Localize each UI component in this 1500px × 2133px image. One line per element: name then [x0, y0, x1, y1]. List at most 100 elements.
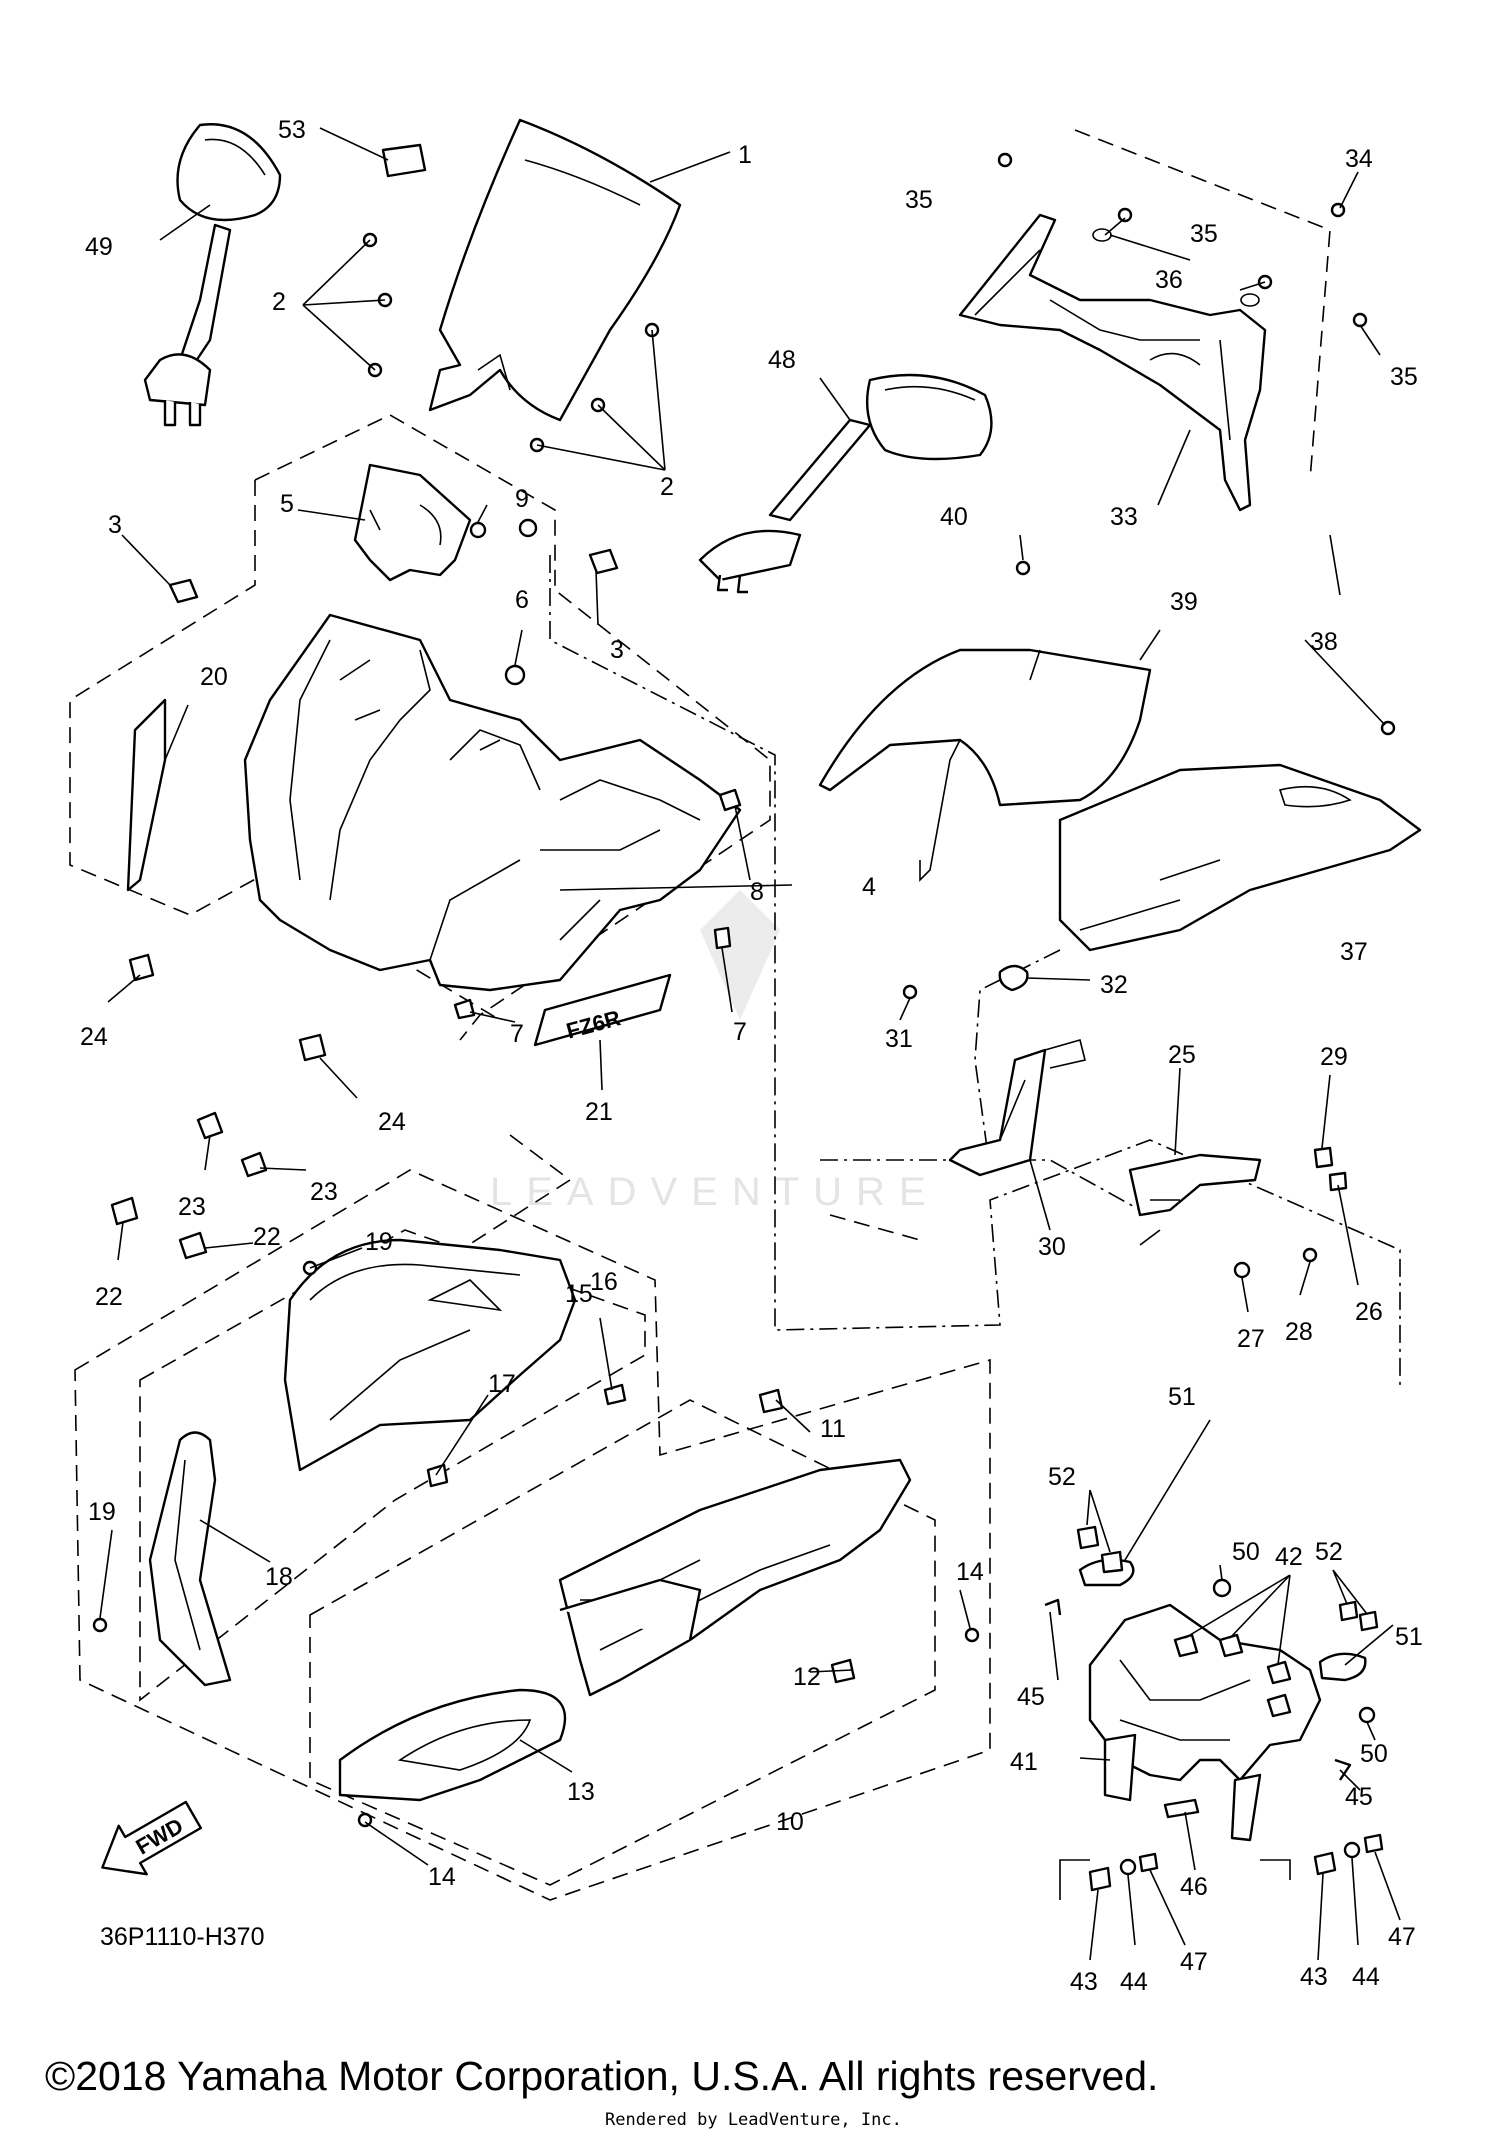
callout-14b: 14	[428, 1863, 456, 1891]
callout-34: 34	[1345, 145, 1373, 173]
callout-8: 8	[750, 878, 764, 906]
callout-50: 50	[1232, 1538, 1260, 1566]
callout-7: 7	[510, 1020, 524, 1048]
callout-32: 32	[1100, 971, 1128, 999]
callout-30: 30	[1038, 1233, 1066, 1261]
callout-50b: 50	[1360, 1740, 1388, 1768]
side-bracket	[902, 964, 1086, 1177]
side-inner-piece	[148, 1431, 232, 1687]
tail-cowl	[1058, 763, 1422, 952]
callout-9: 9	[515, 485, 529, 513]
left-cowl-decal	[126, 698, 167, 892]
rendered-by-text: Rendered by LeadVenture, Inc.	[605, 2110, 902, 2130]
callout-40: 40	[940, 503, 968, 531]
callout-42: 42	[1275, 1543, 1303, 1571]
callout-2b: 2	[660, 473, 674, 501]
callout-6: 6	[515, 586, 529, 614]
callout-45: 45	[1017, 1683, 1045, 1711]
grommets	[168, 518, 619, 604]
callout-19b: 19	[88, 1498, 116, 1526]
callout-20: 20	[200, 663, 228, 691]
callout-22b: 22	[95, 1283, 123, 1311]
callout-23: 23	[310, 1178, 338, 1206]
watermark-text: LEADVENTURE	[490, 1170, 940, 1214]
windscreen	[428, 118, 682, 422]
leadventure-watermark: LEADVENTURE	[490, 890, 940, 1214]
front-cowling	[243, 613, 742, 992]
callout-45b: 45	[1345, 1783, 1373, 1811]
fz6r-decal: FZ6R	[533, 973, 672, 1047]
callout-3b: 3	[610, 636, 624, 664]
small-fasteners	[453, 521, 742, 1020]
callout-29: 29	[1320, 1043, 1348, 1071]
callout-2: 2	[272, 288, 286, 316]
left-mirror	[143, 123, 282, 427]
callout-47b: 47	[1388, 1923, 1416, 1951]
callout-33: 33	[1110, 503, 1138, 531]
callout-4: 4	[862, 873, 876, 901]
panel-fasteners	[92, 1260, 980, 1828]
side-panel-lower	[558, 1458, 912, 1697]
callout-52: 52	[1048, 1463, 1076, 1491]
side-clips	[426, 1463, 449, 1488]
diagram-code: 36P1110-H370	[100, 1923, 264, 1951]
forward-arrow: FWD	[101, 1800, 203, 1876]
callout-14: 14	[956, 1558, 984, 1586]
callout-10: 10	[776, 1808, 804, 1836]
callout-15: 15	[565, 1280, 593, 1308]
meter-cover	[958, 213, 1267, 512]
lower-cowl	[338, 1688, 567, 1802]
callout-numbers: 1 2 2 3 3 4 5 6 7 7 8 9 10 11 12 13 14 1…	[80, 116, 1423, 1996]
callout-11: 11	[820, 1415, 846, 1443]
cowl-grommets	[110, 953, 327, 1260]
callout-12: 12	[793, 1663, 821, 1691]
callout-35b: 35	[1190, 220, 1218, 248]
callout-51b: 51	[1395, 1623, 1423, 1651]
rear-bracket-hardware	[1044, 1525, 1384, 1892]
callout-28: 28	[1285, 1318, 1313, 1346]
callout-27: 27	[1237, 1325, 1265, 1353]
upper-panel	[353, 463, 472, 582]
callout-21: 21	[585, 1098, 613, 1126]
callout-35c: 35	[1390, 363, 1418, 391]
callout-41: 41	[1010, 1748, 1038, 1776]
rear-cluster	[1128, 1146, 1348, 1279]
callout-43: 43	[1070, 1968, 1098, 1996]
small-decal	[381, 143, 427, 178]
callout-35: 35	[905, 186, 933, 214]
callout-24: 24	[378, 1108, 406, 1136]
callout-19: 19	[365, 1228, 393, 1256]
callout-43b: 43	[1300, 1963, 1328, 1991]
callout-53: 53	[278, 116, 306, 144]
callout-5: 5	[280, 490, 294, 518]
callout-25: 25	[1168, 1041, 1196, 1069]
callout-13: 13	[567, 1778, 595, 1806]
callout-7b: 7	[733, 1018, 747, 1046]
seat-bolt	[1015, 560, 1031, 576]
seat-cover	[818, 648, 1152, 882]
side-cover-upper	[283, 1238, 627, 1472]
callout-3: 3	[108, 511, 122, 539]
callout-39: 39	[1170, 588, 1198, 616]
callout-44b: 44	[1352, 1963, 1380, 1991]
callout-17: 17	[488, 1370, 516, 1398]
callout-23b: 23	[178, 1193, 206, 1221]
callout-31: 31	[885, 1025, 913, 1053]
callout-47: 47	[1180, 1948, 1208, 1976]
callout-36: 36	[1155, 266, 1183, 294]
callout-24b: 24	[80, 1023, 108, 1051]
callout-37: 37	[1340, 938, 1368, 966]
callout-51: 51	[1168, 1383, 1196, 1411]
callout-44: 44	[1120, 1968, 1148, 1996]
callout-49: 49	[85, 233, 113, 261]
callout-48: 48	[768, 346, 796, 374]
callout-18: 18	[265, 1563, 293, 1591]
leader-lines	[99, 127, 1401, 1961]
right-mirror	[698, 373, 993, 594]
callout-22: 22	[253, 1223, 281, 1251]
callout-38: 38	[1310, 628, 1338, 656]
callout-26: 26	[1355, 1298, 1383, 1326]
callout-46: 46	[1180, 1873, 1208, 1901]
copyright-notice: ©2018 Yamaha Motor Corporation, U.S.A. A…	[45, 2053, 1158, 2099]
